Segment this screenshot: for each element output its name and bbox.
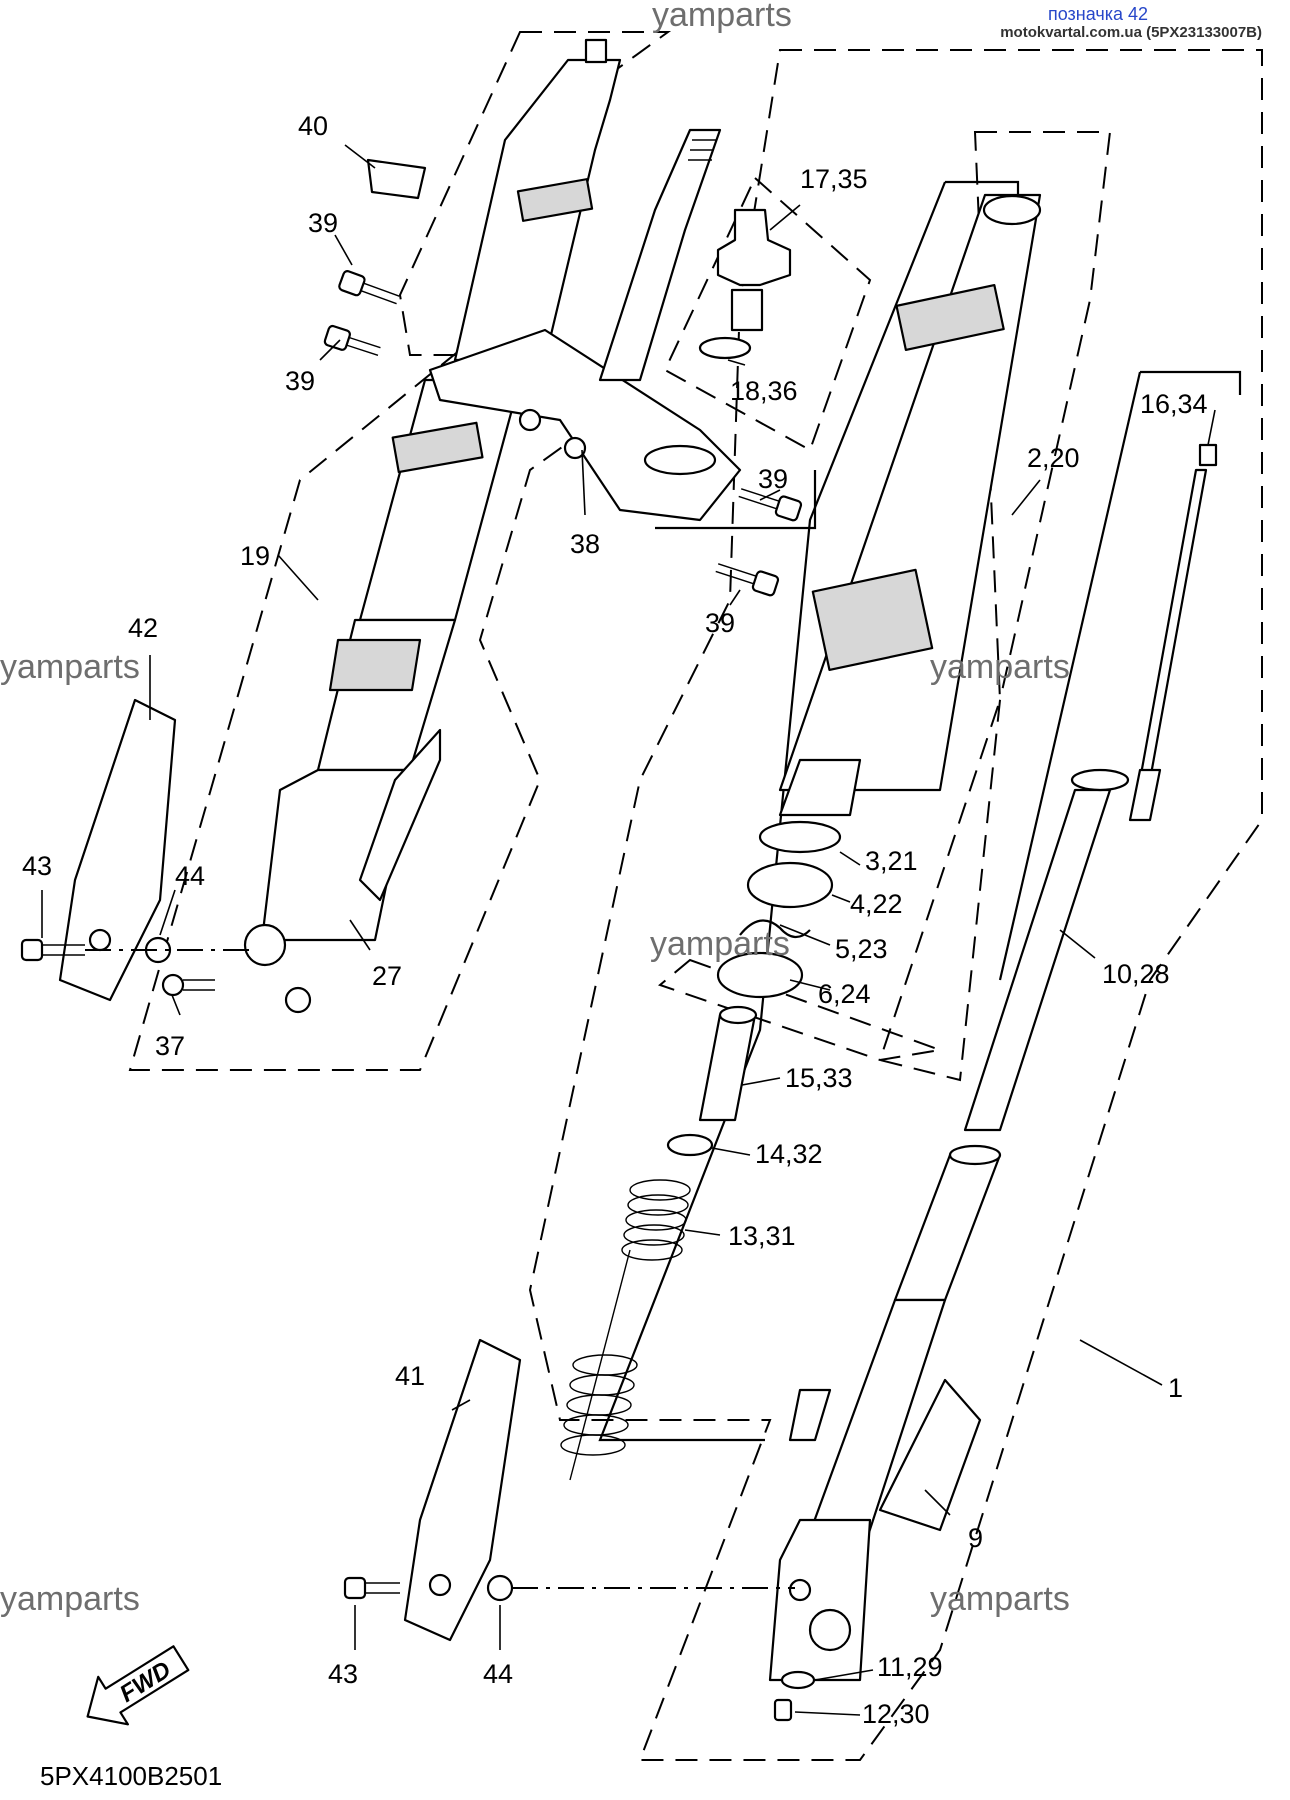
callout-44-left: 44 xyxy=(175,861,205,891)
callout-5-23: 5,23 xyxy=(835,934,888,964)
callout-15-33: 15,33 xyxy=(785,1063,853,1093)
callout-13-31: 13,31 xyxy=(728,1221,796,1251)
callout-37: 37 xyxy=(155,1031,185,1061)
watermark-right-lower: yamparts xyxy=(930,1580,1070,1618)
damper-adjuster xyxy=(698,208,792,360)
callout-4-22: 4,22 xyxy=(850,889,903,919)
callout-19: 19 xyxy=(240,541,270,571)
bolts-39 xyxy=(323,270,803,597)
callout-3-21: 3,21 xyxy=(865,846,918,876)
callout-39-left: 39 xyxy=(285,366,315,396)
frame-lines xyxy=(598,180,1242,1442)
fork-guard-42 xyxy=(58,698,177,1002)
watermark-center: yamparts xyxy=(650,925,790,963)
callout-39-lower: 39 xyxy=(705,608,735,638)
callout-10-28: 10,28 xyxy=(1102,959,1170,989)
reference-title: позначка 42 xyxy=(1047,4,1148,24)
callout-39-right: 39 xyxy=(758,464,788,494)
callout-27: 27 xyxy=(372,961,402,991)
callout-44-right: 44 xyxy=(483,1659,513,1689)
callout-12-30: 12,30 xyxy=(862,1699,930,1729)
right-inner-tube xyxy=(778,193,1042,817)
callout-41: 41 xyxy=(395,1361,425,1391)
decal-40 xyxy=(366,158,427,200)
callout-1: 1 xyxy=(1168,1373,1183,1403)
callout-9: 9 xyxy=(968,1523,983,1553)
callout-40: 40 xyxy=(298,111,328,141)
source-reference: motokvartal.com.ua (5PX23133007B) xyxy=(1000,24,1262,41)
watermark-right-upper: yamparts xyxy=(930,648,1070,686)
callout-42: 42 xyxy=(128,613,158,643)
left-fork-outer-tube xyxy=(243,38,622,1014)
diagram-code: 5PX4100B2501 xyxy=(40,1761,222,1791)
left-fork-bracket xyxy=(428,328,742,522)
callout-18-36: 18,36 xyxy=(730,376,798,406)
watermark-left-lower: yamparts xyxy=(0,1580,140,1618)
callout-14-32: 14,32 xyxy=(755,1139,823,1169)
callout-11-29: 11,29 xyxy=(877,1652,943,1682)
callout-6-24: 6,24 xyxy=(818,979,871,1009)
fork-guard-41 xyxy=(403,1338,522,1642)
watermark-top: yamparts xyxy=(652,0,792,34)
center-lines xyxy=(85,949,795,1589)
watermark-left-upper: yamparts xyxy=(0,648,140,686)
callout-2-20: 2,20 xyxy=(1027,443,1080,473)
right-outer-tube xyxy=(768,1298,982,1722)
callout-39-top: 39 xyxy=(308,208,338,238)
callout-43-left: 43 xyxy=(22,851,52,881)
damper-rod xyxy=(893,443,1218,1302)
callout-labels: 40 39 39 39 39 38 19 42 43 44 27 37 17,3… xyxy=(22,111,1208,1729)
watermarks: yamparts yamparts yamparts yamparts yamp… xyxy=(0,0,1070,1618)
callout-38: 38 xyxy=(570,529,600,559)
callout-17-35: 17,35 xyxy=(800,164,868,194)
left-hardware xyxy=(20,936,215,997)
leader-lines xyxy=(41,144,1216,1716)
callout-43-right: 43 xyxy=(328,1659,358,1689)
steering-stem xyxy=(598,128,722,382)
fwd-arrow-icon: FWD xyxy=(86,1645,190,1726)
callout-16-34: 16,34 xyxy=(1140,389,1208,419)
seal-stack xyxy=(716,820,842,999)
right-internals xyxy=(560,1005,758,1481)
